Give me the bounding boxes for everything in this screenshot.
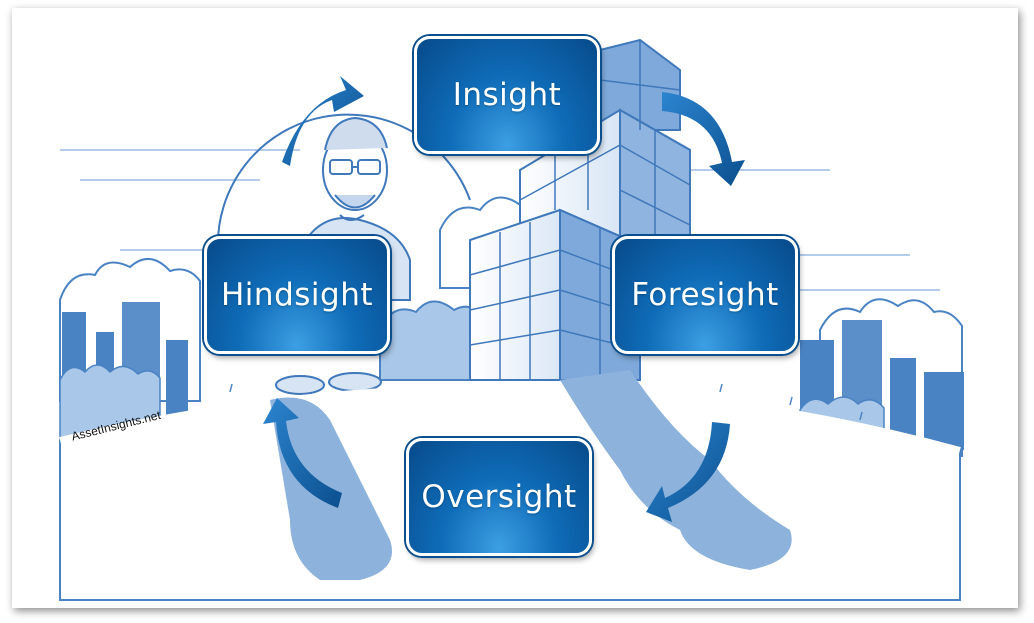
cycle-arrow-icon [282, 76, 364, 166]
stage-oversight-box: Oversight [406, 438, 592, 556]
cityscape-left [59, 258, 201, 439]
stage-foresight-box: Foresight [612, 236, 798, 354]
cycle-arrow-icon [646, 422, 730, 522]
grass [179, 383, 863, 421]
stage-hindsight-box: Hindsight [204, 236, 390, 354]
cycle-arrow-icon [263, 398, 342, 508]
cycle-arrow-icon [662, 92, 745, 186]
cycle-arrows [263, 76, 745, 522]
stage-insight-box: Insight [414, 36, 600, 154]
